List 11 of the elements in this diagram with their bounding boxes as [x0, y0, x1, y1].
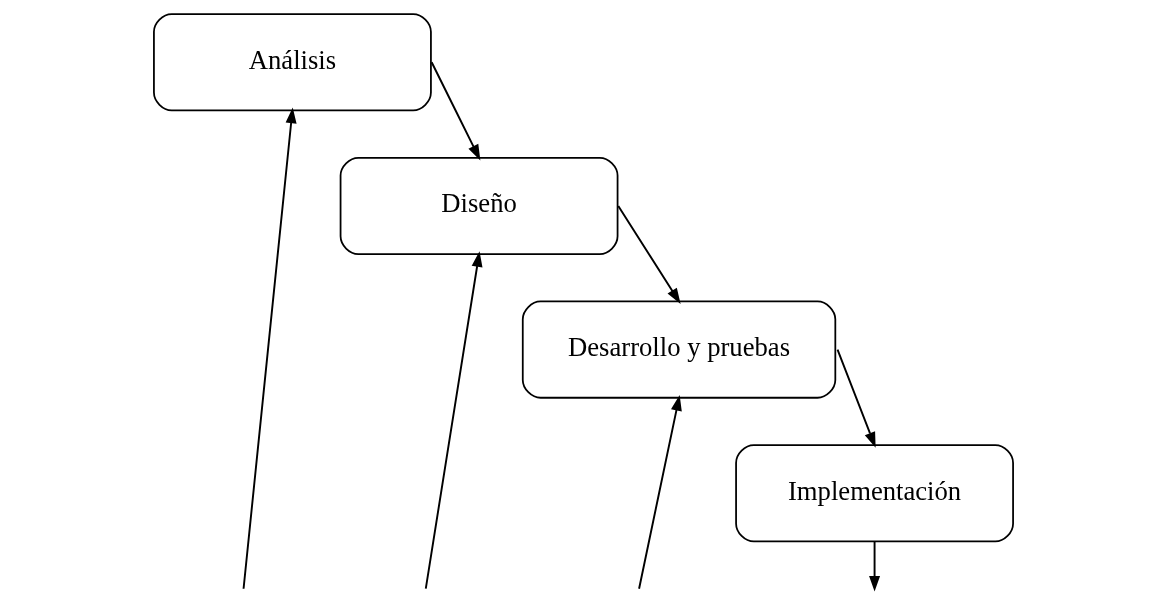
node-box: Implementación [735, 444, 1014, 543]
arrow [424, 251, 483, 590]
node-box: Análisis [153, 13, 432, 112]
arrow [638, 394, 682, 590]
node-box: Diseño [339, 156, 619, 255]
arrow [430, 61, 481, 161]
arrow [836, 348, 876, 448]
arrow [617, 204, 681, 304]
arrow [869, 540, 881, 592]
arrow [242, 107, 297, 590]
node-box: Desarrollo y pruebas [521, 300, 837, 399]
